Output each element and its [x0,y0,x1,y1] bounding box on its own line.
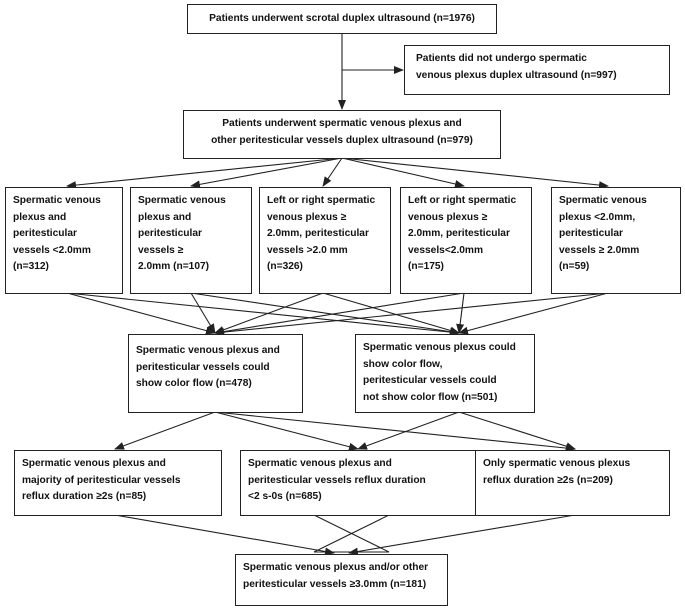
color-flow-plexus-only-text: Spermatic venous plexus could show color… [363,342,516,403]
total-patients-text: Patients underwent scrotal duplex ultras… [209,13,475,24]
group-box-5: Spermatic venous plexus <2.0mm, peritest… [551,187,681,294]
group-text-2: Spermatic venous plexus and peritesticul… [138,195,226,273]
excluded-patients-text: Patients did not undergo spermatic venou… [416,53,617,81]
color-flow-both-box: Spermatic venous plexus and peritesticul… [128,334,303,413]
group-text-4: Left or right spermatic venous plexus ≥ … [408,195,517,273]
color-flow-plexus-only-box: Spermatic venous plexus could show color… [355,334,535,413]
included-patients-box: Patients underwent spermatic venous plex… [183,110,501,159]
reflux-plexus-only-box: Only spermatic venous plexus reflux dura… [475,450,670,516]
group-text-1: Spermatic venous plexus and peritesticul… [13,195,101,273]
reflux-short-text: Spermatic venous plexus and peritesticul… [248,458,426,503]
final-outcome-box: Spermatic venous plexus and/or other per… [235,554,448,606]
group-box-3: Left or right spermatic venous plexus ≥ … [259,187,391,294]
excluded-patients-box: Patients did not undergo spermatic venou… [404,45,670,95]
reflux-plexus-only-text: Only spermatic venous plexus reflux dura… [483,458,631,486]
group-box-2: Spermatic venous plexus and peritesticul… [130,187,252,294]
final-outcome-text: Spermatic venous plexus and/or other per… [243,562,429,590]
reflux-short-box: Spermatic venous plexus and peritesticul… [240,450,476,516]
group-text-5: Spermatic venous plexus <2.0mm, peritest… [559,195,647,273]
color-flow-both-text: Spermatic venous plexus and peritesticul… [136,345,280,390]
group-box-4: Left or right spermatic venous plexus ≥ … [400,187,532,294]
reflux-both-box: Spermatic venous plexus and majority of … [14,450,222,516]
total-patients-box: Patients underwent scrotal duplex ultras… [187,4,497,34]
reflux-both-text: Spermatic venous plexus and majority of … [22,458,181,503]
group-text-3: Left or right spermatic venous plexus ≥ … [267,195,376,273]
included-patients-text: Patients underwent spermatic venous plex… [211,118,473,146]
group-box-1: Spermatic venous plexus and peritesticul… [5,187,123,294]
